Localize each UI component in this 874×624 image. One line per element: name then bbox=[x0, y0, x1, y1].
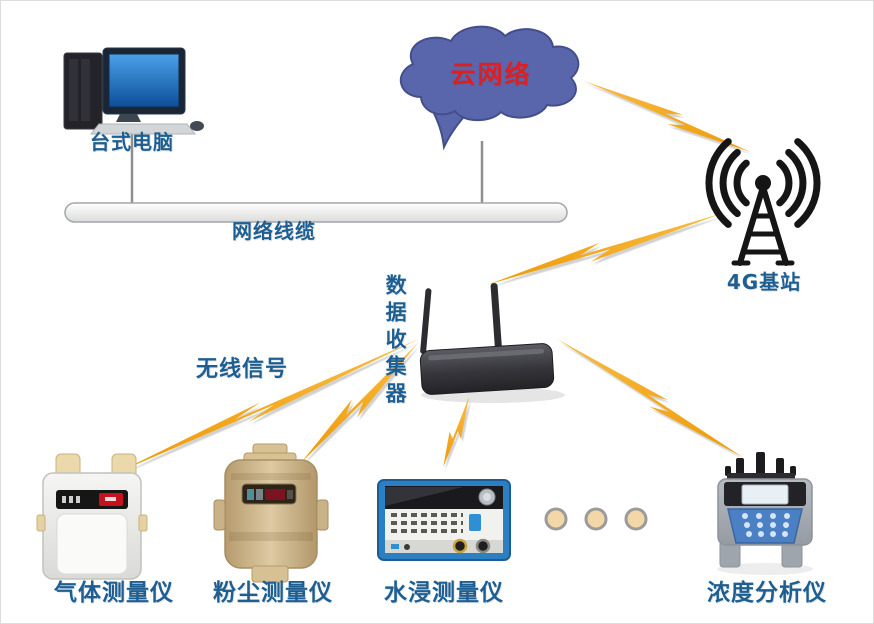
gas-panel bbox=[56, 513, 128, 575]
wired-connectors bbox=[130, 134, 484, 205]
router-icon bbox=[419, 283, 565, 403]
cloud-label: 云网络 bbox=[450, 60, 532, 89]
dust-display-seg bbox=[265, 489, 285, 500]
bolt-collector-to-water bbox=[440, 394, 473, 470]
base-station-label: 4G基站 bbox=[726, 270, 802, 294]
pc-tower-slot bbox=[69, 59, 78, 121]
analyzer-keys bbox=[742, 513, 790, 537]
antenna-tower bbox=[737, 184, 789, 266]
router-antenna-right bbox=[490, 283, 502, 350]
analyzer-label: 浓度分析仪 bbox=[707, 580, 827, 606]
dust-band bbox=[229, 532, 313, 541]
pc-tower-slot bbox=[81, 59, 90, 121]
analyzer-screen bbox=[741, 484, 789, 505]
antenna-waves bbox=[705, 138, 821, 228]
network-cable-bar bbox=[64, 202, 568, 223]
antenna-crossbars bbox=[731, 213, 795, 266]
analyzer-probe bbox=[736, 458, 744, 476]
cloud-body bbox=[399, 25, 580, 122]
water-button-rows bbox=[391, 513, 463, 533]
ellipsis-dot bbox=[624, 507, 648, 531]
water-led bbox=[391, 544, 399, 549]
antenna-bulb bbox=[755, 175, 771, 191]
water-blue-button bbox=[469, 514, 481, 531]
desktop-computer-icon bbox=[63, 47, 204, 135]
gas-display-digit bbox=[62, 496, 66, 503]
bolt-collector-to-analyzer bbox=[551, 335, 749, 461]
base-station-icon bbox=[705, 138, 821, 266]
dust-display-seg bbox=[247, 489, 254, 500]
gas-display-red-digit bbox=[105, 497, 116, 501]
dust-flange bbox=[213, 499, 226, 531]
dust-display-seg bbox=[287, 490, 293, 499]
dust-flange bbox=[316, 499, 329, 531]
dust-meter-icon bbox=[213, 443, 329, 583]
gas-side-tab bbox=[36, 514, 46, 532]
desktop-label: 台式电脑 bbox=[90, 130, 174, 154]
gas-side-tab bbox=[138, 514, 148, 532]
data-collector-label: 数据收集器 bbox=[383, 273, 408, 409]
lightning-links bbox=[113, 77, 755, 483]
water-connector-gray bbox=[475, 538, 491, 554]
water-bottom-strip bbox=[385, 540, 503, 553]
gas-display-digit bbox=[76, 496, 80, 503]
more-devices-ellipsis bbox=[544, 507, 648, 531]
cloud-icon bbox=[399, 25, 580, 151]
analyzer-icon bbox=[717, 452, 813, 575]
gas-meter-label: 气体测量仪 bbox=[54, 580, 174, 606]
water-top-glare bbox=[385, 487, 463, 506]
dust-foot bbox=[251, 565, 289, 583]
analyzer-probe bbox=[756, 452, 765, 476]
dust-meter-label: 粉尘测量仪 bbox=[213, 580, 333, 606]
analyzer-probe bbox=[776, 458, 784, 476]
router-top-highlight bbox=[428, 348, 545, 361]
monitor-stand bbox=[116, 114, 141, 122]
network-cable-label: 网络线缆 bbox=[232, 219, 316, 243]
water-knob-center bbox=[483, 493, 491, 501]
router-antenna-left bbox=[420, 288, 432, 355]
water-meter-icon bbox=[377, 479, 511, 561]
mouse bbox=[190, 121, 204, 131]
monitor-screen bbox=[108, 53, 180, 108]
water-connector-gold bbox=[452, 538, 468, 554]
wireless-signal-label: 无线信号 bbox=[195, 357, 288, 382]
gas-display-digit bbox=[69, 496, 73, 503]
dust-collar bbox=[231, 473, 311, 480]
ellipsis-dot bbox=[584, 507, 608, 531]
water-meter-label: 水浸测量仪 bbox=[384, 580, 504, 606]
dust-display-seg bbox=[256, 489, 263, 500]
analyzer-keypad bbox=[727, 508, 803, 544]
ellipsis-dot bbox=[544, 507, 568, 531]
gas-meter-icon bbox=[36, 453, 148, 580]
keyboard bbox=[89, 123, 197, 135]
water-switch bbox=[404, 544, 410, 550]
